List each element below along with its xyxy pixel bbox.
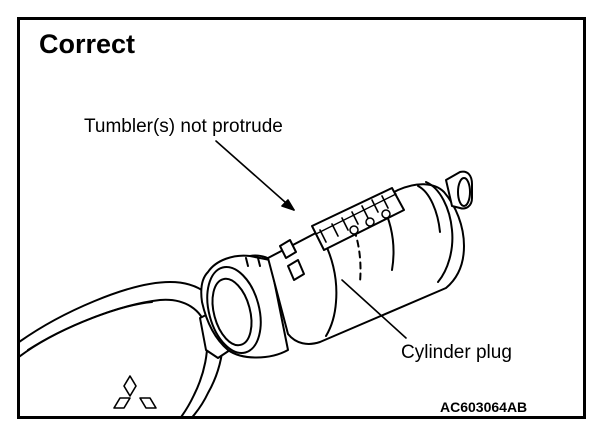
tumbler-leader-arrow [215, 140, 295, 211]
cylinder-front-collar [200, 254, 289, 359]
cylinder-rear-cap [445, 170, 473, 210]
key-head [20, 281, 225, 416]
callout-tumbler: Tumbler(s) not protrude [84, 116, 283, 137]
callout-cylinder-plug: Cylinder plug [401, 342, 512, 363]
key-cylinder-illustration [20, 140, 473, 416]
figure-frame: Correct Tumbler(s) not protrude Cylinder… [17, 17, 586, 419]
heading-correct: Correct [39, 29, 136, 59]
cylinder-plug-leader-line [341, 279, 407, 339]
figure-code: AC603064AB [440, 399, 528, 415]
cylinder-body [267, 181, 465, 345]
three-diamond-logo [113, 375, 157, 409]
